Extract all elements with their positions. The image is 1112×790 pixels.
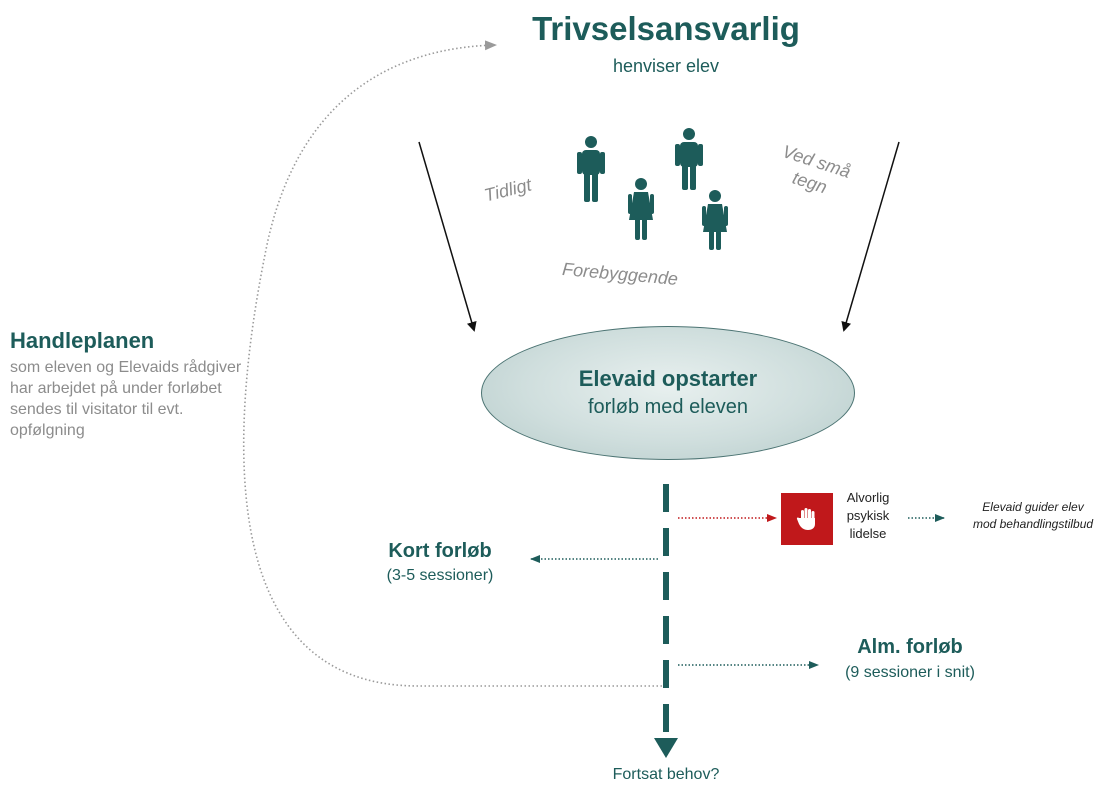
person-icon (702, 190, 728, 250)
regular-course-title: Alm. forløb (857, 636, 963, 658)
serious-line2: psykisk (846, 508, 890, 523)
serious-line1: Alvorlig (846, 490, 890, 505)
serious-illness-label: Alvorlig psykisk lidelse (838, 489, 898, 543)
serious-line3: lidelse (849, 526, 887, 541)
main-flow-arrowhead (654, 738, 678, 758)
stop-hand-icon (781, 493, 833, 545)
start-title: Elevaid opstarter (578, 366, 758, 391)
guide-line2: mod behandlingstilbud (972, 517, 1094, 531)
start-ellipse (481, 326, 855, 460)
continued-need-label: Fortsat behov? (612, 766, 720, 783)
short-course-subtitle: (3-5 sessioner) (386, 567, 494, 584)
action-plan-title: Handleplanen (10, 328, 155, 353)
person-icon (628, 178, 654, 240)
person-icon (675, 128, 703, 190)
referrer-subtitle: henviser elev (612, 56, 720, 76)
guide-line1: Elevaid guider elev (982, 500, 1084, 514)
regular-course-subtitle: (9 sessioner i snit) (845, 664, 975, 681)
feedback-loop-arrow (242, 40, 666, 687)
right-funnel-arrow (841, 141, 900, 332)
person-icon (577, 136, 605, 202)
action-plan-body: som eleven og Elevaids rådgiver har arbe… (10, 359, 242, 439)
left-funnel-arrow (418, 141, 477, 332)
hand-glyph (796, 508, 815, 530)
start-subtitle: forløb med eleven (587, 396, 749, 418)
referrer-title: Trivselsansvarlig (532, 10, 800, 47)
guide-label: Elevaid guider elev mod behandlingstilbu… (948, 499, 1112, 533)
short-course-title: Kort forløb (388, 540, 492, 562)
